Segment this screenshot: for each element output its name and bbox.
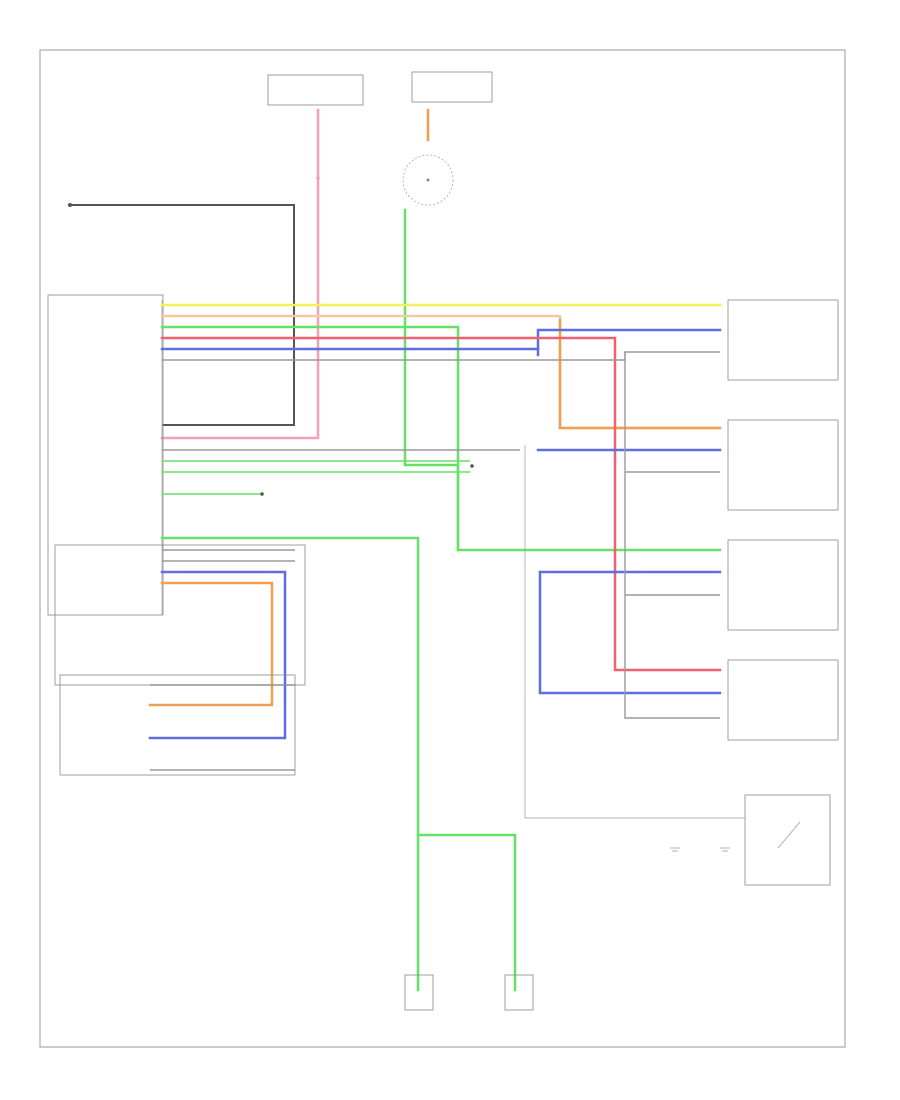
right-rear-sensor [727,539,839,631]
diagram-frame [39,49,846,1048]
red-signal-wire [160,336,722,672]
green-wire-lower [403,463,722,552]
transmission-range-switch [402,154,454,206]
switch-contact-icon [777,821,801,849]
right-front-sensor [727,659,839,741]
tan-signal-wire [160,314,722,430]
control-module-box [47,294,164,616]
connector-dot-icon [68,203,72,207]
left-bottom-connector [404,974,434,1011]
brake-switch-box [744,794,831,886]
blue-supply-wire-5 [538,570,722,695]
left-rear-sensor [727,419,839,511]
pink-feed-wire [160,108,320,440]
bracket-box [54,544,306,686]
connector-dot-icon [316,176,320,180]
connector-dot-icon [260,492,264,496]
orange-signal-wire [558,318,722,430]
green-signal-wire [160,325,460,552]
gray-low-ref-wire-4 [624,595,720,719]
hot-at-all-times-fuse-block [267,74,364,106]
left-front-sensor [727,299,839,381]
connector-dot-icon [470,464,474,468]
green-bus-wire [160,536,517,992]
hot-in-run-fuse-block [411,71,493,103]
brake-switch-feed-wire [524,445,745,819]
ground-symbol-icon [720,847,730,852]
gray-low-ref-wire-3 [624,472,720,596]
blue-supply-wire-1 [536,328,722,357]
right-bottom-connector [504,974,534,1011]
gray-low-ref-wire-2 [624,352,720,473]
lower-left-sensor-box [59,674,296,776]
blue-sensor-wire [148,570,287,740]
gray-low-ref-wire-1 [162,351,720,361]
orange-sensor-wire [148,581,274,707]
ground-symbol-icon [670,847,680,852]
connector-dot-icon [426,178,430,182]
